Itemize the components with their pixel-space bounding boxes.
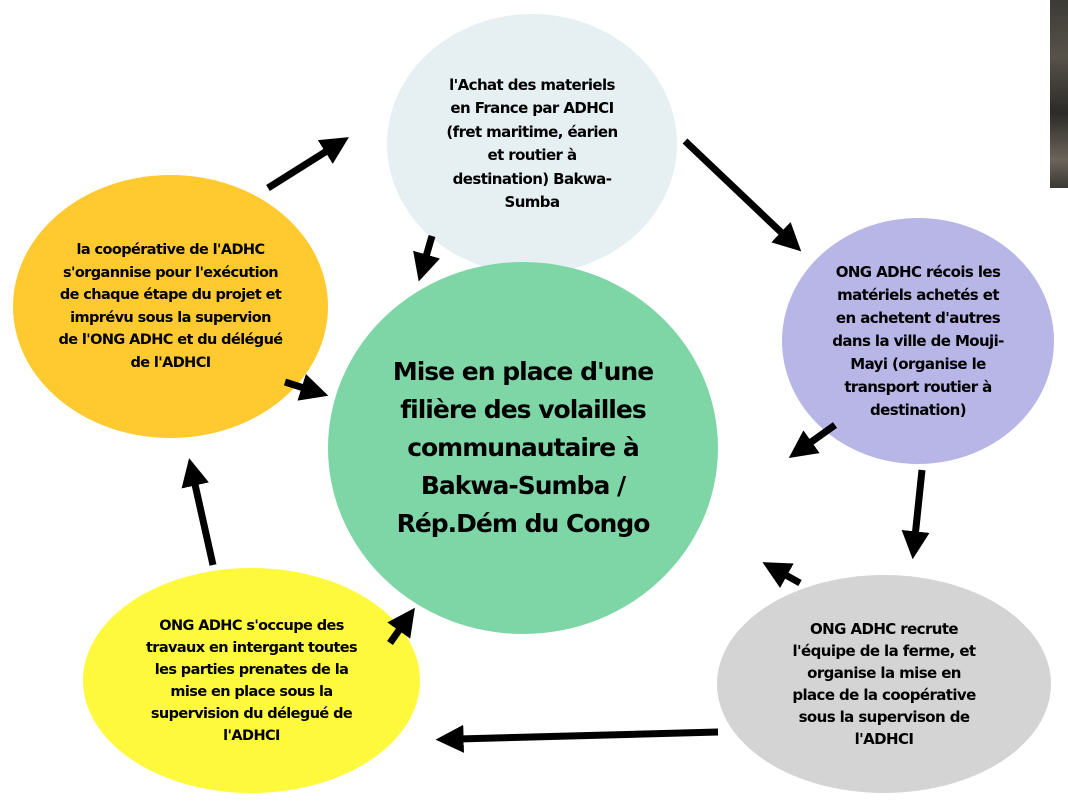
arrow-purchase-to-receive [682, 138, 802, 252]
step-purchase-text: l'Achat des materiels en France par ADHC… [446, 75, 618, 212]
step-recruit-text: ONG ADHC recrute l'équipe de la ferme, e… [792, 620, 976, 748]
arrow-works-to-coop [181, 458, 217, 566]
step-works-text: ONG ADHC s'occupe des travaux en interga… [145, 617, 358, 744]
step-receive-text: ONG ADHC récois les matériels achetés et… [832, 262, 1004, 419]
arrow-receive-to-recruit [901, 469, 930, 560]
step-receive-node: ONG ADHC récois les matériels achetés et… [782, 218, 1054, 464]
arrow-recruit-to-center [762, 562, 802, 588]
step-recruit-node: ONG ADHC recrute l'équipe de la ferme, e… [717, 575, 1051, 793]
arrow-recruit-to-works [435, 724, 719, 753]
arrow-coop-to-center [283, 373, 329, 401]
step-cooperative-node: la coopérative de l'ADHC s'organnise pou… [13, 175, 328, 438]
arrow-purchase-to-center [413, 235, 441, 282]
arrow-receive-to-center [788, 422, 838, 459]
center-goal-node: Mise en place d'une filière des volaille… [328, 262, 718, 634]
step-cooperative-text: la coopérative de l'ADHC s'organnise pou… [58, 242, 283, 371]
photo-thumbnail [1050, 0, 1068, 188]
arrow-coop-to-purchase [266, 137, 349, 191]
arrow-works-to-center [387, 607, 415, 646]
step-works-node: ONG ADHC s'occupe des travaux en interga… [83, 568, 420, 793]
center-goal-text: Mise en place d'une filière des volaille… [392, 357, 654, 538]
step-purchase-node: l'Achat des materiels en France par ADHC… [387, 14, 677, 274]
